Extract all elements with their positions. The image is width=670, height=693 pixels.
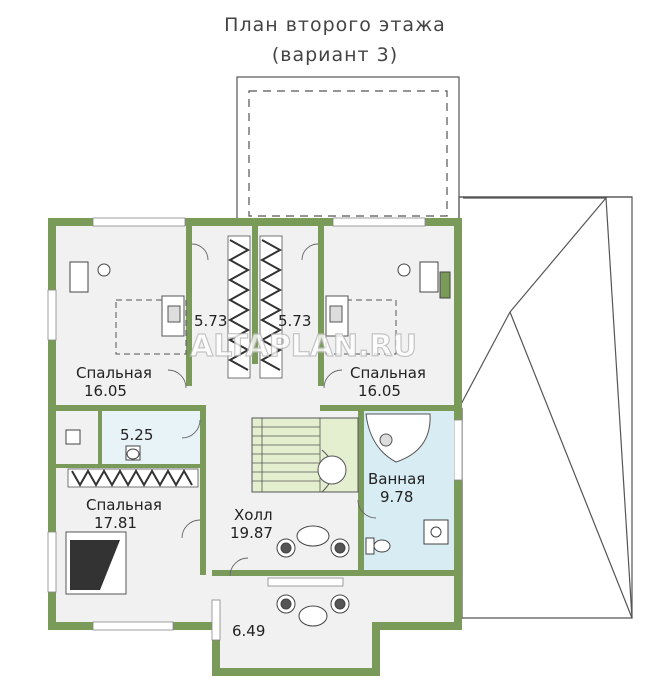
roof-outline-right xyxy=(458,196,633,619)
wc-area: 5.25 xyxy=(120,426,153,444)
wardrobe-bottom xyxy=(67,468,199,488)
toilet-bath xyxy=(365,537,391,555)
wc-fixtures xyxy=(65,429,141,461)
hall-furniture xyxy=(276,525,350,558)
bedroom-right-area: 16.05 xyxy=(358,382,401,400)
bedroom-left-name: Спальная xyxy=(76,364,152,382)
bed-bottom xyxy=(65,531,127,595)
hall-area: 19.87 xyxy=(230,524,273,542)
interior-walls xyxy=(56,226,454,576)
corner-bathtub xyxy=(365,413,431,463)
bathroom-area: 9.78 xyxy=(380,488,413,506)
bedroom-bottom-area: 17.81 xyxy=(94,514,137,532)
closet-left-area: 5.73 xyxy=(194,312,227,330)
bed-left xyxy=(115,295,187,355)
bedroom-right-name: Спальная xyxy=(350,364,426,382)
plan-subtitle: (вариант 3) xyxy=(271,44,399,66)
balcony-area: 6.49 xyxy=(232,622,265,640)
staircase xyxy=(251,417,359,493)
balcony-furniture xyxy=(276,594,350,627)
wardrobe-right xyxy=(259,235,283,379)
door-swings xyxy=(167,243,377,577)
bedroom-left-area: 16.05 xyxy=(84,382,127,400)
desk-right xyxy=(397,261,451,299)
bed-right xyxy=(325,295,397,355)
desk-left xyxy=(69,261,111,293)
bathroom-name: Ванная xyxy=(368,470,425,488)
hall-name: Холл xyxy=(234,506,273,524)
sink-bath xyxy=(423,519,449,545)
roof-outline-top xyxy=(236,76,460,221)
closet-right-area: 5.73 xyxy=(278,312,311,330)
watermark: ALTAPLAN.RU xyxy=(190,329,417,364)
wardrobe-left xyxy=(227,235,251,379)
bedroom-bottom-name: Спальная xyxy=(86,496,162,514)
plan-title: План второго этажа xyxy=(224,14,446,36)
